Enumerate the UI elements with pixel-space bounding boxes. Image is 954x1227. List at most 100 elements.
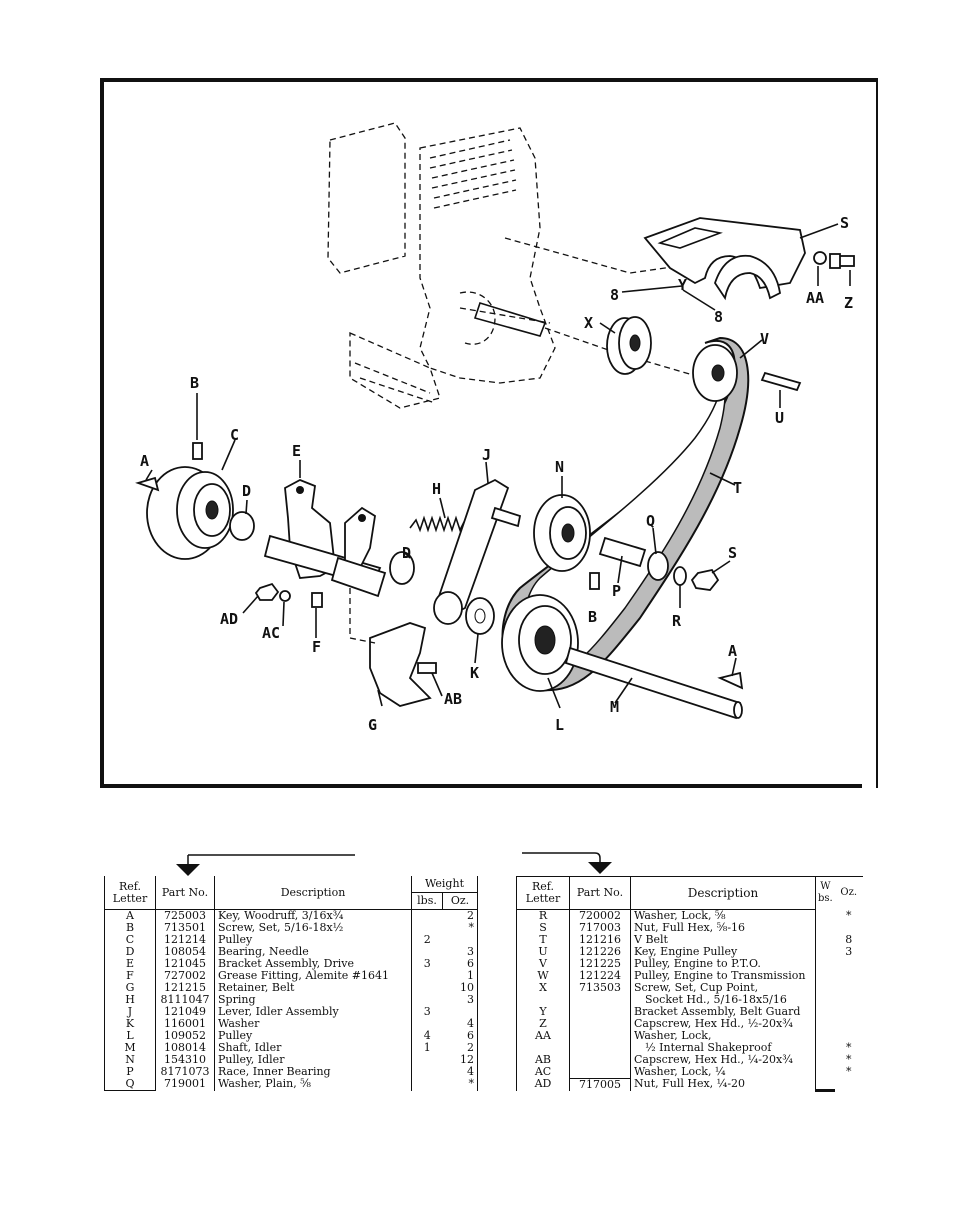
- label-ac: AC: [262, 624, 280, 642]
- table-row: ½ Internal Shakeproof*: [516, 1042, 863, 1054]
- diagram-svg: S AA Z 8 Y 8 X V U B C E J N T A H D Q S…: [100, 78, 878, 788]
- washer-r: [673, 566, 687, 586]
- label-x: Y: [678, 276, 687, 294]
- idler-lever: [433, 478, 522, 625]
- label-n: N: [555, 458, 564, 476]
- header-desc: Description: [214, 876, 412, 910]
- header-part: Part No.: [569, 876, 631, 910]
- label-ab: AB: [444, 690, 462, 708]
- drive-bracket: [263, 479, 387, 598]
- header-oz: Oz.: [840, 887, 858, 899]
- label-z: Z: [844, 294, 853, 312]
- label-e: E: [292, 442, 301, 460]
- label-aa: AA: [806, 289, 824, 307]
- label-u: U: [775, 409, 784, 427]
- header-ref: Ref. Letter: [104, 876, 156, 910]
- lock-washer-ac: [279, 590, 291, 602]
- table-row: Socket Hd., 5/16-18x5/16: [516, 994, 863, 1006]
- label-8a: 8: [610, 286, 619, 304]
- label-ad: AD: [220, 610, 238, 628]
- key-a-right: [717, 671, 744, 690]
- pulley-l: [501, 594, 579, 692]
- label-j: J: [482, 446, 491, 464]
- label-l: L: [555, 716, 564, 734]
- spring-h: [409, 515, 465, 533]
- label-a-right: A: [728, 642, 737, 660]
- lock-washer-aa: [813, 251, 827, 265]
- set-screw-b-lower: [589, 572, 600, 590]
- label-b-top: B: [190, 374, 199, 392]
- pulley-w: [606, 316, 652, 375]
- label-d-left: D: [242, 482, 251, 500]
- callout-labels: S AA Z 8 Y 8 X V U B C E J N T A H D Q S…: [140, 214, 853, 734]
- label-m: M: [610, 698, 619, 716]
- label-q: Q: [646, 512, 655, 530]
- leader-lines: [145, 223, 851, 709]
- parts-table-left: Ref. Letter Part No. Description Weight …: [104, 876, 478, 1091]
- label-w: X: [584, 314, 593, 332]
- race-p: [598, 536, 647, 568]
- label-f: F: [312, 638, 321, 656]
- label-a-left: A: [140, 452, 149, 470]
- washer-q: [647, 551, 669, 581]
- header-ref: Ref. Letter: [516, 876, 570, 910]
- grease-fitting-f: [311, 592, 323, 608]
- label-k: K: [470, 664, 479, 682]
- nut-ad: [254, 582, 280, 601]
- label-d-right: D: [402, 544, 411, 562]
- header-lbs: lbs.: [411, 892, 443, 910]
- header-part: Part No.: [155, 876, 215, 910]
- pulley-c: [146, 466, 234, 560]
- pulley-n: [533, 494, 591, 572]
- header-desc: Description: [630, 876, 816, 910]
- left-arrow: [176, 854, 355, 876]
- label-p: P: [612, 582, 621, 600]
- engine-phantom: [327, 122, 701, 409]
- bearing-d-right: [389, 551, 415, 585]
- engine-shaft: [473, 302, 547, 337]
- belt-retainer: [369, 622, 437, 707]
- label-r: R: [672, 612, 682, 630]
- right-arrow: [522, 852, 612, 874]
- label-s: S: [728, 544, 737, 562]
- label-c: C: [230, 426, 239, 444]
- label-t: T: [733, 479, 742, 497]
- label-y: S: [840, 214, 849, 232]
- nut-s: [690, 568, 720, 591]
- capscrew-z: [829, 253, 855, 269]
- label-8b: 8: [714, 308, 723, 326]
- exploded-diagram: S AA Z 8 Y 8 X V U B C E J N T A H D Q S…: [100, 78, 878, 788]
- bearing-d-left: [229, 511, 255, 541]
- header-weight: Weight: [411, 876, 478, 893]
- belt-guard: [643, 217, 806, 301]
- idler-shaft: [564, 646, 742, 720]
- header-oz: Oz.: [442, 892, 478, 910]
